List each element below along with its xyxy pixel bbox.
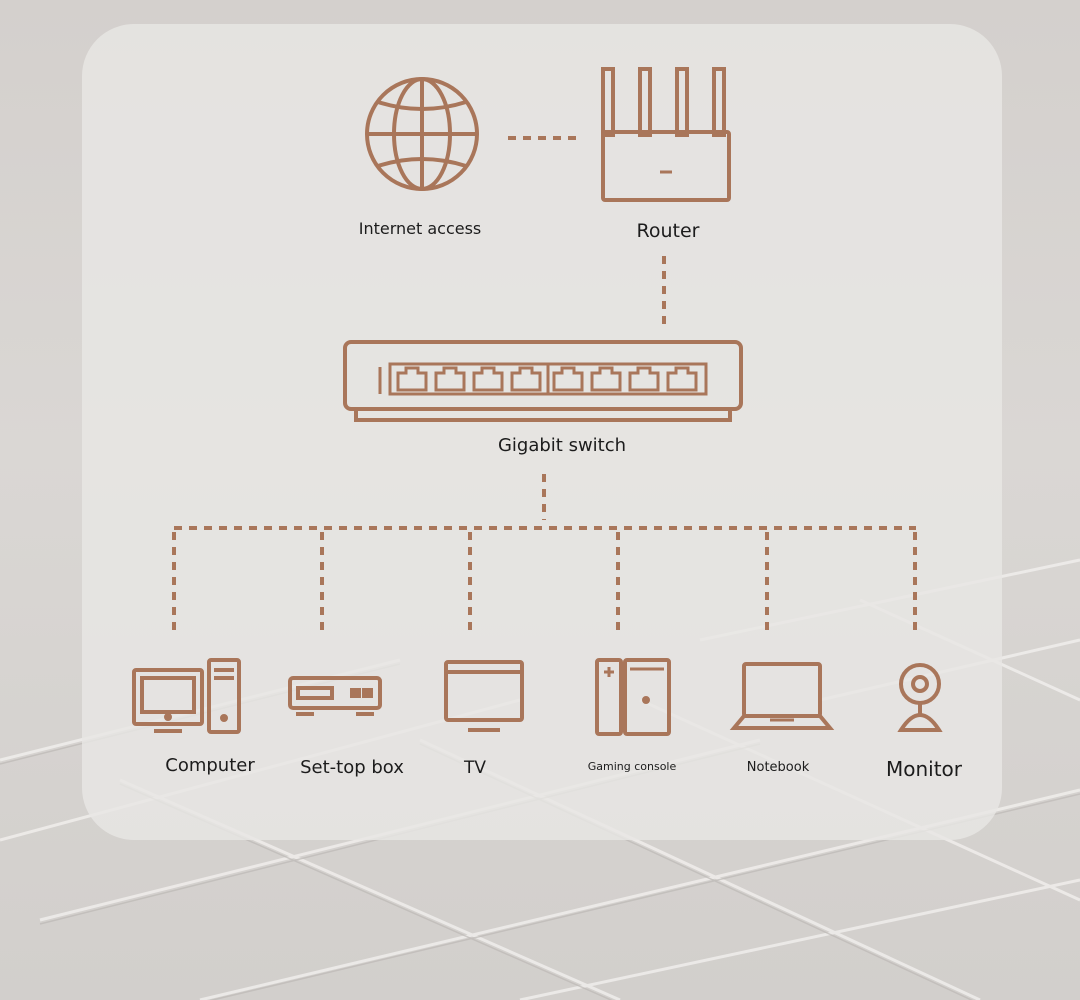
connection-lines [172,136,917,636]
computer-icon [132,658,241,734]
notebook-icon [729,662,835,730]
device-label-notebook: Notebook [746,760,810,775]
gaming-console-icon [595,658,671,736]
globe-icon [365,77,479,191]
device-label-tv: TV [463,758,487,778]
router-label: Router [636,220,700,242]
switch-icon [343,340,743,422]
diagram-panel [82,24,1002,840]
gigabit-switch-label: Gigabit switch [497,435,627,456]
device-label-set-top-box: Set-top box [300,757,404,778]
monitor-camera-icon [897,663,943,732]
router-icon [601,67,731,202]
device-label-gaming-console: Gaming console [587,760,677,773]
internet-access-label: Internet access [358,219,482,238]
set-top-box-icon [288,676,382,716]
tv-icon [444,660,524,732]
device-label-computer: Computer [165,755,255,776]
device-label-monitor: Monitor [885,757,963,781]
